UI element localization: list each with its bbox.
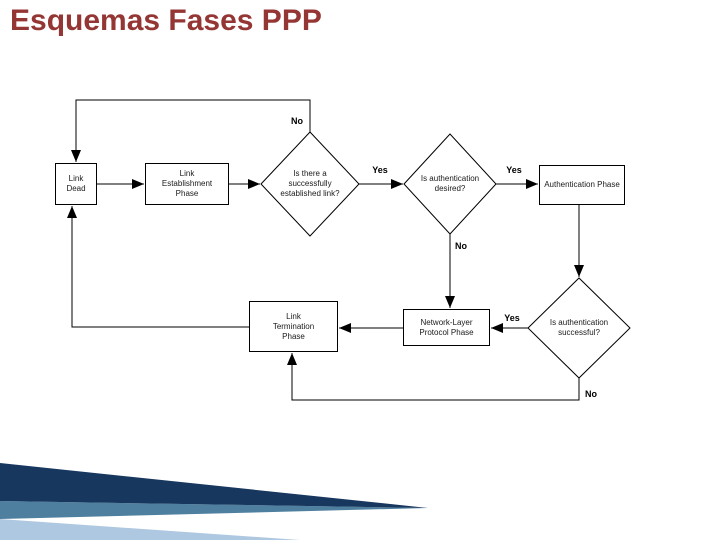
node-link-termination-phase: Link Termination Phase <box>249 301 338 352</box>
node-link-termination-label: Link Termination Phase <box>272 311 315 341</box>
node-link-dead: Link Dead <box>55 163 97 205</box>
slide-title: Esquemas Fases PPP <box>10 4 322 37</box>
decision-auth-successful-label: Is authentication successful? <box>549 318 609 337</box>
node-authentication-phase: Authentication Phase <box>539 165 625 205</box>
connector-auth-check-no-to-termination <box>287 353 580 401</box>
decision-shapes <box>260 131 631 379</box>
swoosh-dark-shape <box>0 463 428 508</box>
node-authentication-phase-label: Authentication Phase <box>544 180 620 189</box>
connector-link-check-no-to-link-dead <box>71 99 311 162</box>
node-link-dead-label: Link Dead <box>66 174 86 193</box>
slide-decoration-swoosh <box>0 463 428 540</box>
decision-auth-desired-label: Is authentication desired? <box>420 174 480 193</box>
node-link-establishment-label: Link Establishment Phase <box>161 169 213 198</box>
decision-auth-desired-shape <box>403 133 497 235</box>
swoosh-light-shape <box>0 519 300 540</box>
connector-termination-to-link-dead <box>67 206 249 328</box>
node-network-layer-protocol-phase: Network-Layer Protocol Phase <box>403 309 490 346</box>
node-network-layer-label: Network-Layer Protocol Phase <box>419 317 474 337</box>
edge-label-no-auth: No <box>455 241 467 251</box>
edge-label-no-success: No <box>585 389 597 399</box>
edge-label-yes-link: Yes <box>372 165 388 175</box>
node-link-establishment-phase: Link Establishment Phase <box>145 163 229 205</box>
decision-established-link-shape <box>260 131 360 237</box>
decision-established-link-label: Is there a successfully established link… <box>280 169 340 198</box>
edge-label-yes-auth: Yes <box>506 165 522 175</box>
swoosh-mid-shape <box>0 501 428 519</box>
decision-auth-successful-shape <box>527 277 631 379</box>
edge-label-yes-success: Yes <box>504 313 520 323</box>
connectors <box>67 99 584 401</box>
edge-label-no-top: No <box>291 116 303 126</box>
